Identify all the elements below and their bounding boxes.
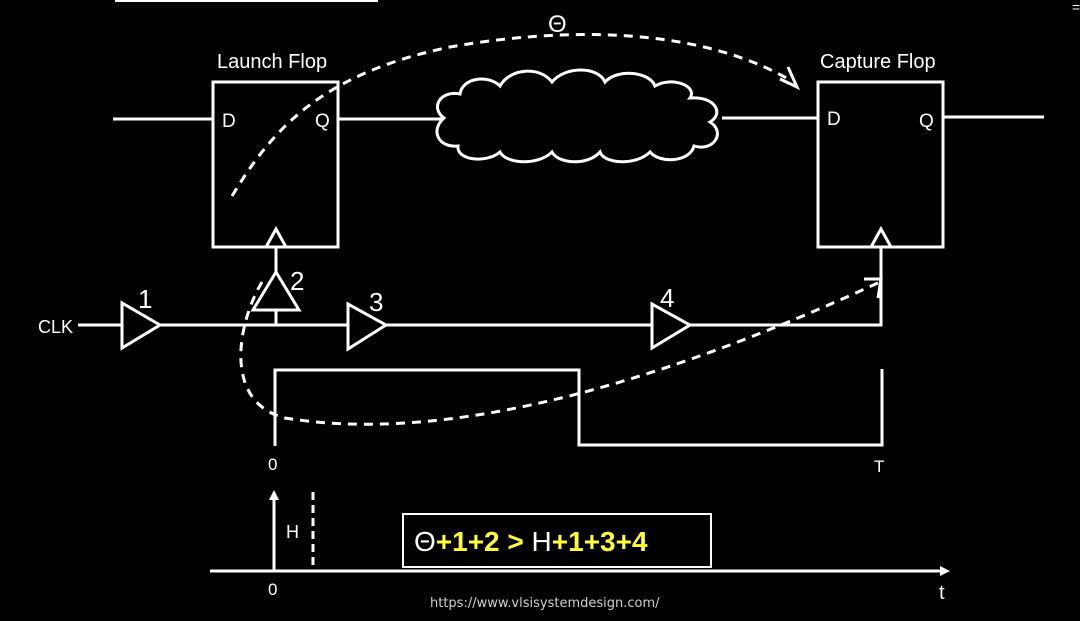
edge-glyph: = [1072,0,1080,15]
clock-waveform [273,368,884,447]
capture-flop-q-pin: Q [919,111,934,132]
launch-flop-title: Launch Flop [217,51,327,73]
hold-label: H [286,522,299,542]
hold-clock-edge-arrowhead [269,490,279,500]
clock-path-dashed-arrow [239,280,881,426]
hold-origin-label: 0 [268,580,277,599]
theta-path-dashed-arrow [230,33,791,197]
theta-label: Θ [548,11,567,38]
time-axis-label: t [939,582,945,604]
capture-flop-box [816,80,945,249]
clock-buffer-3-label: 3 [369,287,383,317]
launch-flop: Launch Flop D Q [211,51,340,249]
capture-flop: Capture Flop D Q [816,51,945,249]
capture-flop-title: Capture Flop [820,51,936,73]
equation-h: H [532,526,552,557]
capture-flop-d-pin: D [827,109,841,130]
clock-buffer-4-label: 4 [660,283,674,313]
clock-buffer-2 [250,269,302,312]
clock-buffer-2-label: 2 [290,266,304,296]
footer-url: https://www.vlsisystemdesign.com/ [430,596,660,611]
capture-clk-wire [690,247,883,327]
waveform-end-label: T [874,457,884,476]
theta-arrowhead [779,66,801,91]
launch-flop-q-pin: Q [315,111,330,132]
time-axis-arrowhead [940,566,950,576]
equation-lhs: +1+2 > [436,526,532,557]
equation-box [402,513,712,568]
clock-buffer-4 [650,301,693,351]
equation-theta: Θ [414,526,436,557]
clk-label: CLK [38,317,73,337]
clock-buffer-1 [120,300,163,351]
waveform-start-label: 0 [268,455,277,474]
clock-buffer-3 [346,301,389,352]
launch-flop-d-pin: D [222,111,236,132]
clock-path-arrowhead [864,277,883,299]
clock-buffer-1-label: 1 [138,284,152,314]
launch-flop-box [211,80,340,249]
hold-equation: Θ+1+2 > H+1+3+4 [414,526,648,557]
combinational-logic-cloud [435,68,719,164]
equation-rhs: +1+3+4 [552,526,648,557]
